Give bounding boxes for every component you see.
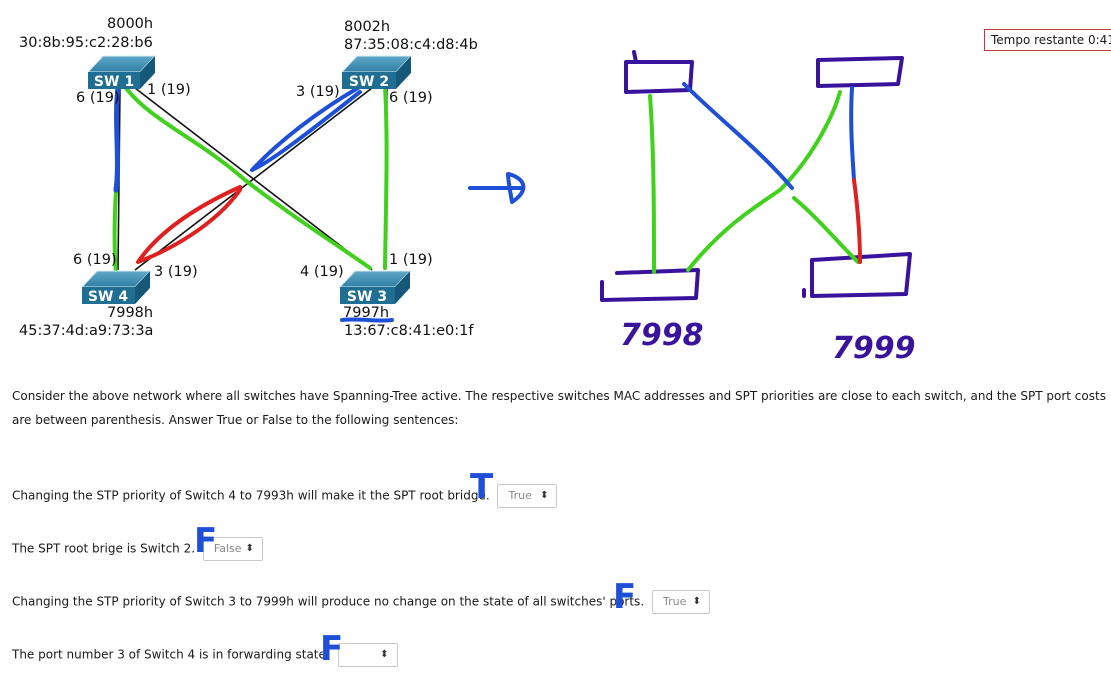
hand-drawn-annotation: 7998 7999 (468, 50, 916, 366)
statement-1: Changing the STP priority of Switch 4 to… (12, 484, 558, 508)
sw4-mac: 45:37:4d:a9:73:3a (19, 323, 154, 339)
port-label: 3 (19) (296, 84, 340, 100)
sw3-priority: 7997h (343, 305, 390, 321)
time-remaining: Tempo restante 0:41: (984, 29, 1111, 51)
sw4-name: SW 4 (88, 289, 128, 305)
handwritten-mark: F (194, 521, 218, 561)
sw2-mac: 87:35:08:c4:d8:4b (344, 37, 478, 53)
sw1-priority: 8000h (107, 16, 154, 32)
answer-select-1[interactable]: True⬍ (497, 484, 558, 508)
answer-select-4[interactable]: ⬍ (337, 643, 398, 667)
sw1-mac: 30:8b:95:c2:28:b6 (19, 35, 153, 51)
statement-text: Changing the STP priority of Switch 3 to… (12, 594, 645, 609)
port-label: 1 (19) (389, 252, 433, 268)
port-label: 3 (19) (154, 264, 198, 280)
port-label: 4 (19) (300, 264, 344, 280)
statement-text: The port number 3 of Switch 4 is in forw… (12, 647, 330, 662)
handwritten-mark: T (470, 467, 494, 507)
handwritten-mark: F (320, 629, 344, 669)
sw2-priority: 8002h (344, 19, 391, 35)
annotation-left-value: 7998 (620, 318, 704, 353)
switch-3-icon: SW 3 (338, 270, 412, 305)
sw4-priority: 7998h (107, 305, 154, 321)
sw3-priority-underline (340, 317, 394, 323)
switch-1-icon: SW 1 (86, 55, 157, 90)
statement-4: The port number 3 of Switch 4 is in forw… (12, 643, 398, 667)
port-label: 6 (19) (389, 90, 433, 106)
port-label: 1 (19) (147, 82, 191, 98)
statement-2: The SPT root brige is Switch 2. False⬍ (12, 537, 263, 561)
handwritten-mark: F (613, 577, 637, 617)
answer-select-2[interactable]: False⬍ (202, 537, 263, 561)
statement-3: Changing the STP priority of Switch 3 to… (12, 590, 710, 614)
question-prompt: Consider the above network where all swi… (12, 389, 1106, 427)
sw3-name: SW 3 (347, 289, 387, 305)
annotation-right-value: 7999 (832, 331, 916, 366)
network-diagram: SW 1 SW 2 SW 3 SW 4 (80, 55, 413, 323)
statement-text: Changing the STP priority of Switch 4 to… (12, 488, 490, 503)
statement-text: The SPT root brige is Switch 2. (12, 541, 196, 556)
switch-2-icon: SW 2 (340, 55, 413, 90)
port-label: 6 (19) (76, 90, 120, 106)
hand-arrow-icon (468, 172, 526, 204)
switch-4-icon: SW 4 (80, 270, 152, 305)
sw1-name: SW 1 (94, 74, 134, 90)
answer-select-3[interactable]: True⬍ (651, 590, 710, 614)
port-label: 6 (19) (73, 252, 117, 268)
sw2-name: SW 2 (349, 74, 389, 90)
sw3-mac: 13:67:c8:41:e0:1f (344, 323, 474, 339)
link-highlights (112, 84, 389, 274)
